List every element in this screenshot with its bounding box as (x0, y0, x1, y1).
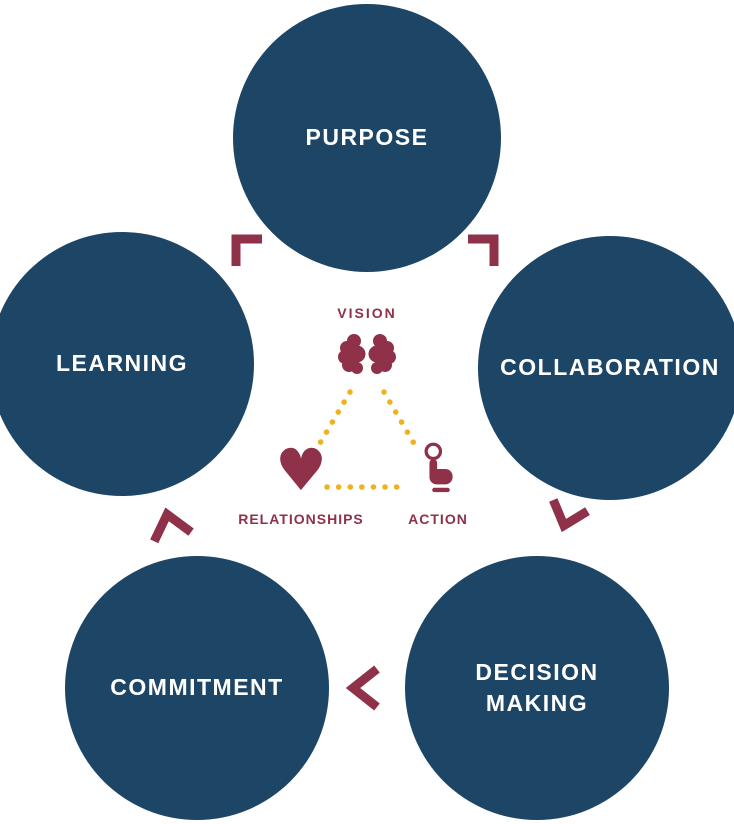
dotted-line-vision-action (381, 389, 422, 455)
circle-purpose: PURPOSE (233, 4, 501, 272)
brain-icon (338, 334, 396, 374)
dotted-triangle (313, 389, 422, 490)
relationships-label: RELATIONSHIPS (238, 511, 364, 527)
vision-label: VISION (337, 305, 397, 321)
click-ring (424, 442, 443, 461)
circle-collaboration-label: COLLABORATION (500, 354, 720, 381)
arrow-decision-making-to-commitment (345, 665, 380, 711)
circle-purpose-label: PURPOSE (305, 124, 429, 151)
arrow-commitment-to-learning (150, 507, 194, 544)
circle-learning-label: LEARNING (55, 350, 189, 377)
circle-collaboration: COLLABORATION (478, 236, 734, 500)
circle-commitment: COMMITMENT (65, 556, 329, 820)
arrow-collaboration-to-decision-making (549, 498, 590, 533)
arrow-purpose-to-collaboration (468, 234, 499, 266)
circle-learning: LEARNING (0, 232, 254, 496)
click-icon (424, 442, 453, 493)
action-label: ACTION (408, 511, 468, 527)
circle-decision-making-label: DECISION MAKING (475, 658, 599, 716)
arrow-learning-to-purpose (231, 234, 262, 266)
circle-decision-making: DECISION MAKING (405, 556, 669, 820)
heart-icon: ♥ (275, 436, 327, 504)
circle-commitment-label: COMMITMENT (110, 674, 284, 701)
